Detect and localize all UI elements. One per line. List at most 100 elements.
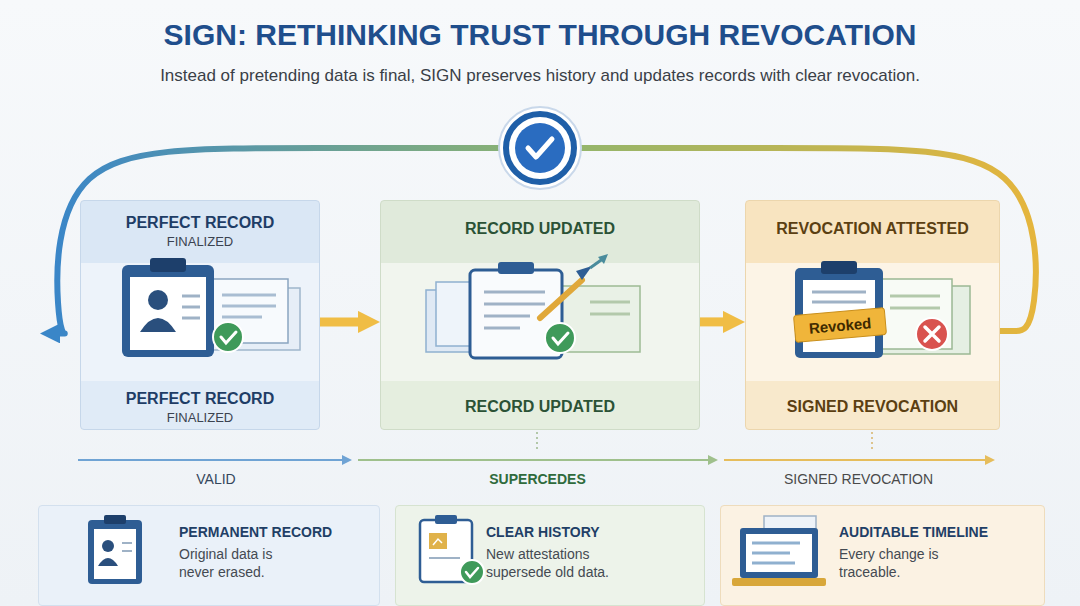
- drawing-part: [803, 280, 875, 352]
- subtitle: Instead of pretending data is final, SIG…: [0, 66, 1080, 86]
- node-heading: PERFECT RECORD: [81, 213, 319, 233]
- node-heading: FINALIZED: [81, 234, 319, 250]
- drawing-part: [752, 562, 795, 565]
- node-heading: CLEAR HISTORY: [486, 524, 600, 542]
- drawing-part: [812, 301, 866, 304]
- node-heading: PERFECT RECORD: [81, 389, 319, 409]
- revoked-tag: Revoked: [793, 307, 887, 343]
- drawing-part: [78, 459, 344, 461]
- drawing-part: [598, 254, 608, 264]
- drawing-part: [460, 560, 484, 584]
- node-heading: Revoked: [794, 313, 885, 340]
- flow-arrow: [700, 317, 723, 326]
- drawing-part: [925, 327, 939, 341]
- drawing-part: [560, 286, 640, 352]
- drawing-part: [484, 303, 545, 306]
- drawing-part: [182, 295, 200, 298]
- drawing-part: [812, 291, 866, 294]
- drawing-part: [420, 520, 472, 582]
- state-panel: REVOCATION ATTESTEDSIGNED REVOCATIONRevo…: [745, 200, 1000, 430]
- drawing-part: [436, 282, 516, 346]
- drawing-part: [182, 306, 200, 309]
- drawing-part: [204, 288, 300, 350]
- drawing-part: [871, 432, 873, 452]
- drawing-part: [182, 317, 200, 320]
- state-panel: PERFECT RECORDFINALIZEDPERFECT RECORDFIN…: [80, 200, 320, 430]
- drawing-part: [724, 459, 987, 461]
- drawing-part: [916, 318, 948, 350]
- drawing-part: [752, 542, 800, 545]
- check-badge: [499, 107, 581, 189]
- drawing-part: [221, 332, 236, 343]
- drawing-part: [433, 539, 442, 545]
- updated-record-icon: [426, 254, 640, 358]
- feature-card: PERMANENT RECORD Original data is never e…: [38, 505, 380, 606]
- drawing-part: [122, 542, 132, 544]
- drawing-part: [466, 568, 478, 577]
- drawing-part: [222, 305, 276, 308]
- timeline-label: VALID: [80, 471, 352, 487]
- feature-card: CLEAR HISTORY New attestations supersede …: [395, 505, 705, 606]
- drawing-part: [426, 290, 506, 352]
- drawing-part: [506, 114, 574, 182]
- drawing-part: [821, 261, 857, 274]
- drawing-part: [484, 315, 530, 318]
- drawing-part: [752, 552, 790, 555]
- drawing-part: [122, 550, 132, 552]
- node-heading: RECORD UPDATED: [381, 219, 699, 239]
- drawing-part: [140, 318, 176, 332]
- drawing-part: [213, 322, 243, 352]
- drawing-part: [94, 529, 136, 579]
- drawing-part: [852, 279, 952, 349]
- node-heading: PERMANENT RECORD: [179, 524, 332, 542]
- drawing-part: [795, 268, 883, 358]
- title: SIGN: RETHINKING TRUST THROUGH REVOCATIO…: [0, 18, 1080, 52]
- drawing-part: [540, 280, 582, 318]
- drawing-part: [746, 534, 812, 572]
- drawing-part: [88, 520, 142, 584]
- node-heading: AUDITABLE TIMELINE: [839, 524, 988, 542]
- state-panel: RECORD UPDATED RECORD UPDATED: [380, 200, 700, 430]
- drawing-part: [470, 270, 562, 358]
- timeline-label: SUPERCEDES: [357, 471, 718, 487]
- card-icon-timeline: [732, 516, 826, 586]
- drawing-part: [222, 294, 276, 297]
- drawing-part: [98, 558, 118, 566]
- drawing-part: [498, 262, 534, 274]
- drawing-part: [545, 323, 575, 353]
- drawing-part: [576, 266, 592, 280]
- node-body: New attestations supersede old data.: [486, 546, 626, 581]
- drawing-part: [130, 277, 206, 350]
- drawing-part: [104, 515, 126, 524]
- drawing-part: [499, 107, 581, 189]
- drawing-part: [890, 295, 940, 298]
- drawing-part: [590, 313, 630, 316]
- timeline-label: SIGNED REVOCATION: [722, 471, 995, 487]
- node-body: Every change is traceable.: [839, 546, 961, 581]
- drawing-part: [708, 455, 718, 465]
- node-heading: RECORD UPDATED: [381, 397, 699, 417]
- drawing-part: [890, 307, 940, 310]
- drawing-part: [732, 578, 826, 586]
- node-heading: REVOCATION ATTESTED: [746, 219, 999, 239]
- record-icon: [122, 258, 300, 357]
- drawing-part: [122, 265, 214, 357]
- drawing-part: [222, 316, 262, 319]
- drawing-part: [150, 258, 186, 272]
- drawing-part: [358, 459, 710, 461]
- drawing-part: [740, 528, 818, 578]
- drawing-part: [764, 516, 816, 556]
- drawing-part: [429, 557, 460, 559]
- drawing-part: [515, 123, 565, 173]
- drawing-part: [435, 515, 457, 524]
- drawing-part: [342, 455, 352, 465]
- node-body: Original data is never erased.: [179, 546, 311, 581]
- drawing-part: [192, 279, 288, 343]
- drawing-part: [148, 290, 168, 310]
- drawing-part: [553, 333, 568, 344]
- drawing-part: [528, 139, 552, 157]
- card-icon-permanent: [88, 515, 142, 584]
- drawing-part: [985, 455, 995, 465]
